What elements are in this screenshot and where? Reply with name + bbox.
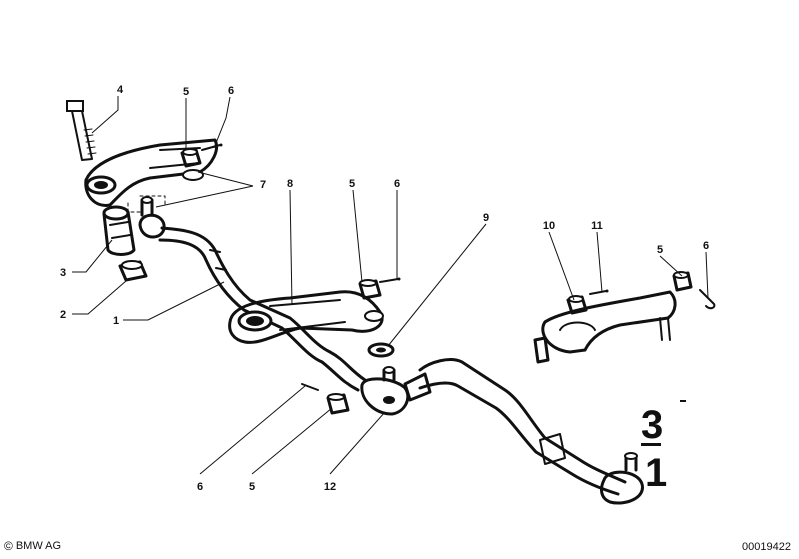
callout-5: 5	[249, 481, 255, 493]
copyright-text: BMW AG	[15, 540, 62, 552]
group-marker-divider	[641, 443, 661, 446]
group-marker-top: 3	[641, 403, 663, 447]
leader-lines	[72, 96, 709, 475]
callout-6: 6	[394, 178, 400, 190]
part-nut-center	[358, 279, 382, 300]
part-pitman-arm	[228, 290, 384, 344]
part-tie-rod-end	[360, 366, 410, 416]
callout-6: 6	[703, 240, 709, 252]
callout-6: 6	[197, 481, 203, 493]
callout-9: 9	[483, 212, 489, 224]
callout-3: 3	[60, 267, 66, 279]
callout-4: 4	[117, 84, 124, 96]
callout-5: 5	[657, 244, 663, 256]
part-cotter-pin-right	[699, 289, 716, 310]
part-washer	[367, 342, 395, 358]
part-bolt	[66, 100, 97, 161]
callout-5: 5	[349, 178, 355, 190]
part-center-tie-rod	[158, 226, 332, 364]
part-idler-arm-right	[533, 290, 677, 364]
part-cotter-pin-lower	[301, 383, 319, 391]
callout-5: 5	[183, 86, 189, 98]
callout-12: 12	[324, 481, 336, 493]
part-bushing	[102, 205, 136, 256]
part-ball-joint-left	[138, 196, 166, 239]
group-marker: 3 1	[641, 400, 686, 495]
callout-2: 2	[60, 309, 66, 321]
part-idler-arm-bracket	[84, 138, 218, 213]
callout-6: 6	[228, 85, 234, 97]
callout-11: 11	[591, 220, 603, 232]
part-nut-lower-left	[118, 260, 148, 282]
group-marker-bottom: 1	[645, 451, 667, 495]
part-cotter-pin-upper-left	[201, 143, 223, 151]
group-marker-tick	[680, 400, 686, 402]
copyright-notice: © BMW AG	[4, 539, 61, 553]
image-id: 00019422	[742, 541, 791, 553]
part-lower-link-rod	[320, 350, 367, 392]
callout-labels: 4 5 6 7 8 5 6 9 10 11 5 6 3 2 1 6 5 12	[60, 84, 709, 493]
callout-10: 10	[543, 220, 555, 232]
callout-1: 1	[113, 315, 119, 327]
part-nut-upper-left	[180, 148, 202, 168]
part-nut-right	[672, 271, 693, 292]
part-nut-lower-center	[326, 393, 350, 415]
part-cotter-pin-center	[379, 277, 401, 283]
part-right-tie-rod	[403, 358, 644, 505]
callout-7: 7	[260, 179, 266, 191]
part-small-pin	[589, 289, 609, 295]
callout-8: 8	[287, 178, 293, 190]
part-nut-idler-right	[566, 295, 588, 315]
copyright-icon: ©	[4, 539, 13, 553]
